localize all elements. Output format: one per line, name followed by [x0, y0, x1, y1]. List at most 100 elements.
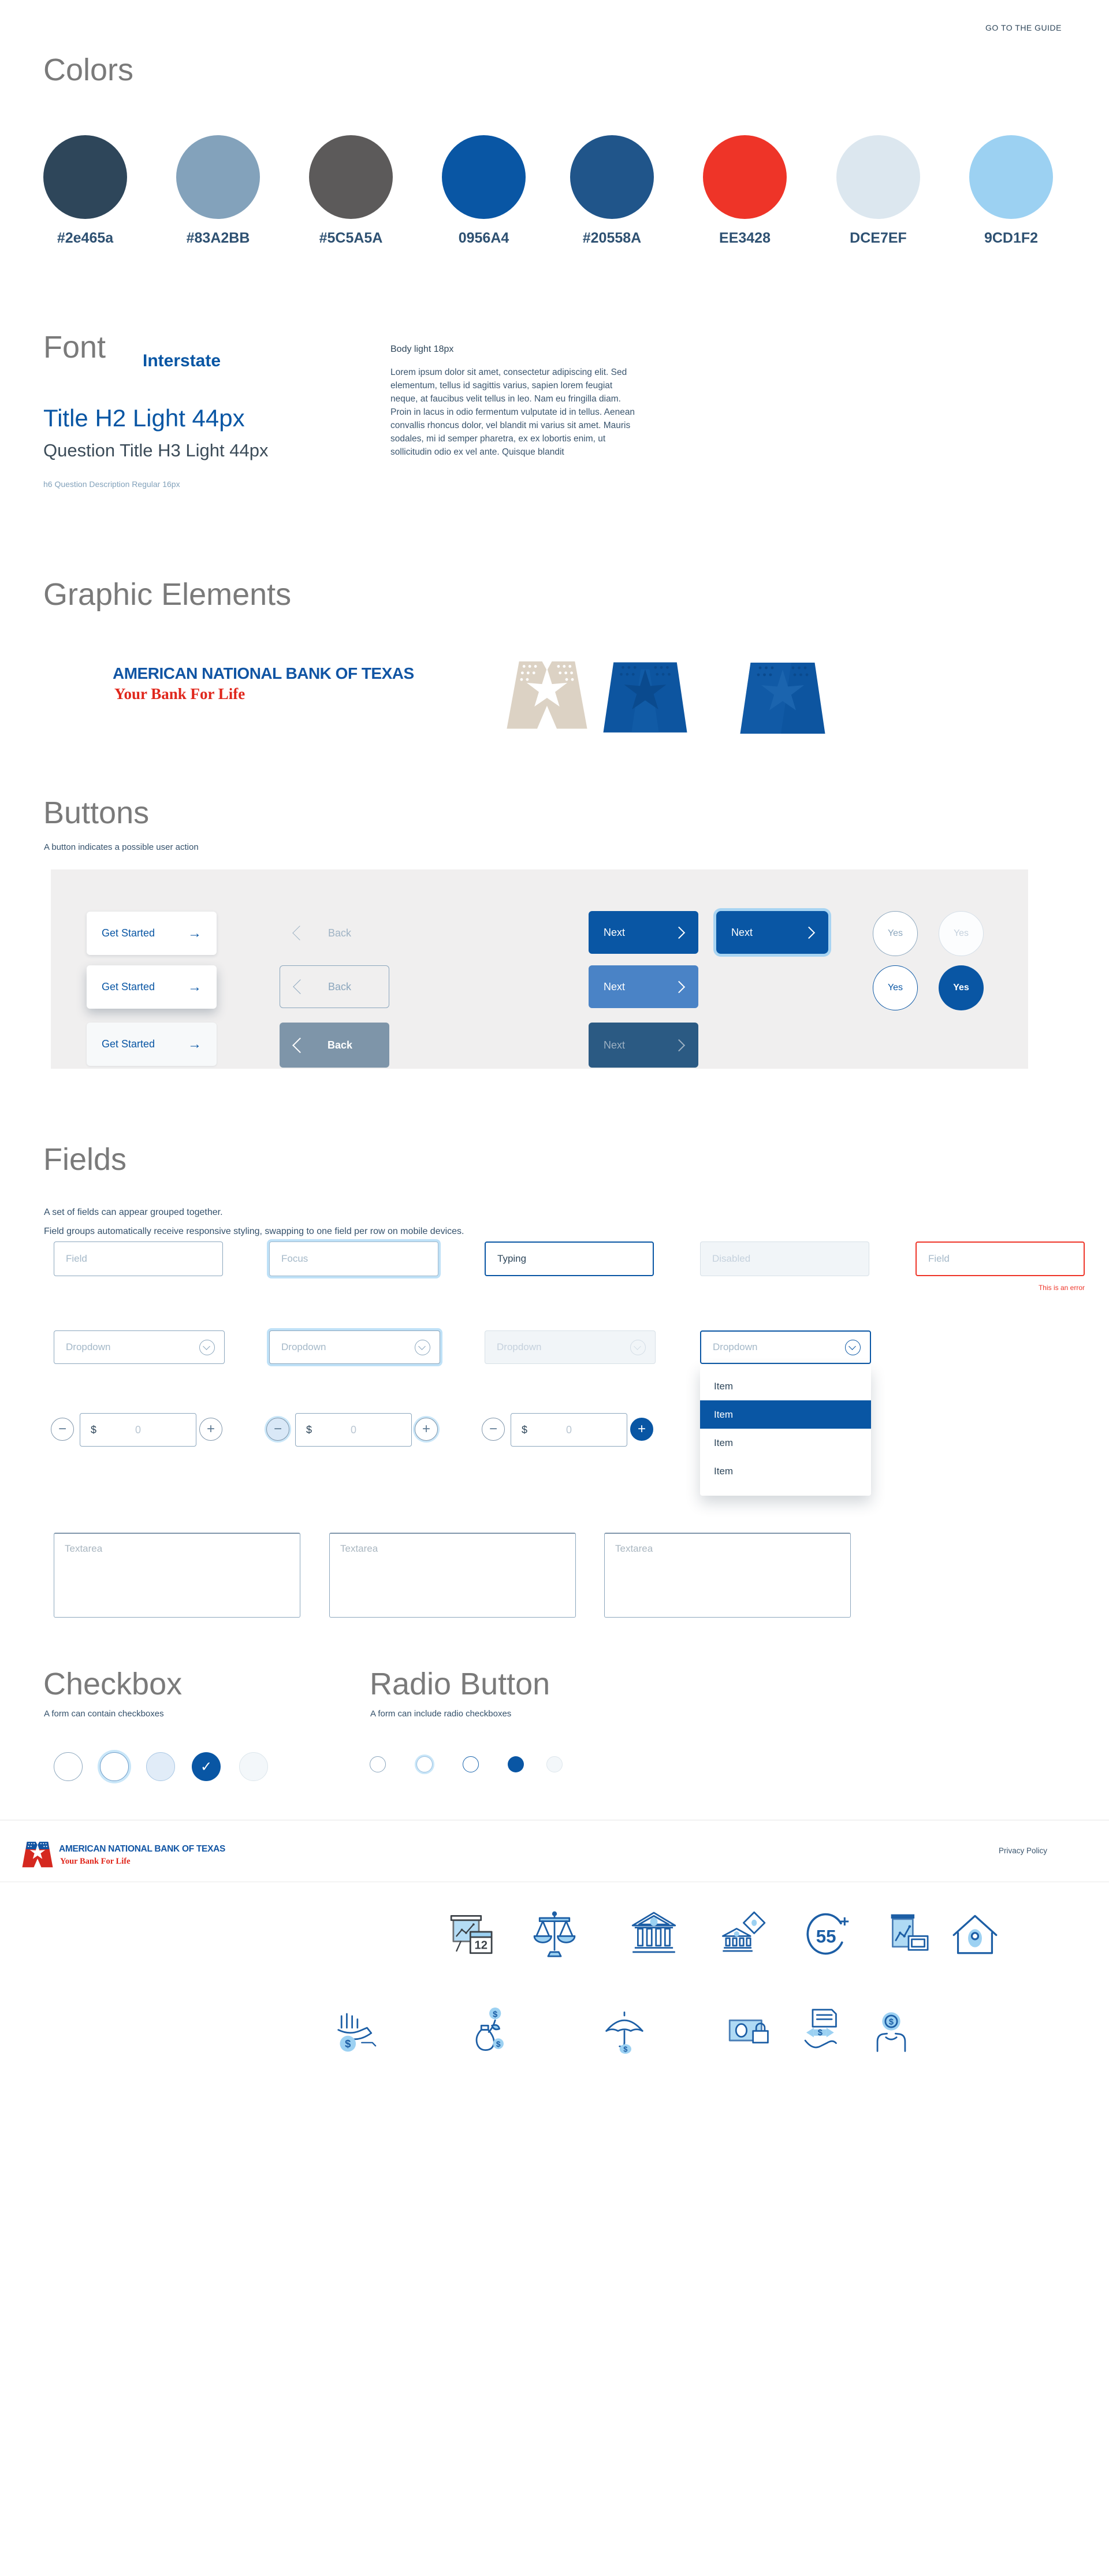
- font-family-name: Interstate: [143, 351, 221, 370]
- radio-section-title: Radio Button: [370, 1667, 550, 1701]
- radio-active[interactable]: [463, 1756, 479, 1772]
- dropdown-placeholder: Dropdown: [281, 1341, 326, 1352]
- next-button-disabled: Next: [589, 1023, 698, 1068]
- dropdown-focus[interactable]: Dropdown: [269, 1330, 440, 1364]
- hand-holding-money-icon: $: [330, 2003, 383, 2058]
- color-swatch-label: 0956A4: [458, 230, 509, 246]
- next-button[interactable]: Next: [589, 911, 698, 954]
- stepper-minus-button-focus[interactable]: −: [266, 1418, 289, 1441]
- radio-selected[interactable]: [508, 1756, 524, 1772]
- yes-pill-button-selected[interactable]: Yes: [939, 965, 984, 1010]
- svg-text:$: $: [496, 2040, 501, 2049]
- radio-focus[interactable]: [416, 1756, 433, 1772]
- colors-section-title: Colors: [43, 53, 134, 87]
- dropdown-menu-item[interactable]: Item: [714, 1465, 734, 1477]
- stepper-plus-button-active[interactable]: +: [630, 1418, 653, 1441]
- color-swatch: [442, 135, 526, 219]
- svg-text:12: 12: [474, 1939, 487, 1951]
- yes-pill-button-active[interactable]: Yes: [873, 965, 918, 1010]
- checkbox-checked[interactable]: ✓: [192, 1752, 221, 1781]
- color-swatch: [176, 135, 260, 219]
- balance-scale-icon: [528, 1908, 581, 1962]
- radio-default[interactable]: [370, 1756, 386, 1772]
- go-to-guide-link[interactable]: GO TO THE GUIDE: [985, 23, 1062, 32]
- next-button-focus[interactable]: Next: [716, 911, 828, 954]
- color-swatch-label: DCE7EF: [850, 230, 907, 246]
- get-started-button-hover[interactable]: Get Started →: [87, 965, 217, 1009]
- checkbox-default[interactable]: [54, 1752, 83, 1781]
- yes-label: Yes: [953, 928, 969, 938]
- color-swatch-label: #5C5A5A: [319, 230, 383, 246]
- radio-disabled: [546, 1756, 563, 1772]
- chevron-right-icon: [672, 1039, 686, 1051]
- dropdown-placeholder: Dropdown: [497, 1341, 542, 1352]
- home-location-icon: [948, 1908, 1002, 1962]
- get-started-button[interactable]: Get Started →: [87, 912, 217, 955]
- checkbox-focus[interactable]: [100, 1752, 129, 1781]
- dropdown-open[interactable]: Dropdown: [700, 1330, 871, 1364]
- stepper-minus-button[interactable]: −: [482, 1418, 505, 1441]
- yes-pill-button[interactable]: Yes: [873, 911, 918, 956]
- text-field-disabled: [700, 1241, 869, 1276]
- body-type-sample: Lorem ipsum dolor sit amet, consectetur …: [390, 367, 635, 457]
- dropdown-menu-item[interactable]: Item: [714, 1437, 734, 1448]
- footer-bank-logo-tagline: Your Bank For Life: [60, 1857, 131, 1866]
- chevron-down-circle-icon: [199, 1339, 215, 1355]
- currency-symbol: $: [91, 1423, 97, 1436]
- chevron-right-icon: [802, 926, 816, 939]
- dropdown-disabled: Dropdown: [485, 1330, 656, 1364]
- textarea-default[interactable]: [329, 1533, 576, 1618]
- text-field-typing[interactable]: [485, 1241, 654, 1276]
- textarea-default[interactable]: [604, 1533, 851, 1618]
- chevron-right-icon: [672, 926, 686, 939]
- banknote-security-icon: [724, 2003, 777, 2058]
- chevron-down-circle-icon: [630, 1339, 646, 1355]
- stepper-amount-field[interactable]: $ 0: [295, 1413, 412, 1447]
- stepper-amount-field[interactable]: $ 0: [511, 1413, 627, 1447]
- color-swatch: [836, 135, 920, 219]
- svg-text:$: $: [818, 2028, 823, 2038]
- svg-text:$: $: [345, 2038, 351, 2050]
- next-button-hover[interactable]: Next: [589, 965, 698, 1008]
- svg-text:$: $: [889, 2017, 894, 2027]
- stepper-value: 0: [350, 1423, 357, 1436]
- svg-text:55: 55: [816, 1926, 836, 1946]
- stepper-plus-button-focus[interactable]: +: [415, 1418, 438, 1441]
- checkbox-hover[interactable]: [146, 1752, 175, 1781]
- svg-text:+: +: [840, 1912, 849, 1930]
- chevron-left-icon: [292, 925, 307, 941]
- chevron-down-circle-icon: [415, 1339, 430, 1355]
- back-button-filled[interactable]: Back: [280, 1023, 389, 1068]
- back-button-plain[interactable]: Back: [280, 912, 389, 954]
- yes-pill-button-disabled: Yes: [939, 911, 984, 956]
- dropdown-default[interactable]: Dropdown: [54, 1330, 225, 1364]
- color-swatch-label: #20558A: [582, 230, 642, 246]
- stepper-amount-field[interactable]: $ 0: [80, 1413, 196, 1447]
- privacy-policy-link[interactable]: Privacy Policy: [998, 1846, 1047, 1855]
- get-started-button-pressed[interactable]: Get Started →: [87, 1023, 217, 1066]
- yes-label: Yes: [887, 928, 903, 938]
- arrow-right-icon: →: [188, 979, 202, 995]
- checkbox-disabled: [239, 1752, 268, 1781]
- text-field-focus[interactable]: [269, 1241, 438, 1276]
- text-field-default[interactable]: [54, 1241, 223, 1276]
- dropdown-menu-item-selected[interactable]: Item: [700, 1400, 871, 1429]
- stepper-minus-button[interactable]: −: [51, 1418, 74, 1441]
- buttons-section-subtitle: A button indicates a possible user actio…: [44, 842, 199, 852]
- next-label: Next: [604, 1039, 626, 1051]
- back-button-outlined[interactable]: Back: [280, 965, 389, 1008]
- textarea-default[interactable]: [54, 1533, 300, 1618]
- text-field-error[interactable]: [916, 1241, 1085, 1276]
- bank-logo-tagline: Your Bank For Life: [114, 685, 245, 702]
- fields-description-line1: A set of fields can appear grouped toget…: [44, 1207, 223, 1217]
- stepper-value: 0: [565, 1423, 572, 1436]
- svg-text:$: $: [493, 2010, 497, 2020]
- stepper-plus-button[interactable]: +: [199, 1418, 222, 1441]
- bank-building-icon: [627, 1908, 680, 1962]
- check-icon: ✓: [200, 1759, 213, 1775]
- dropdown-menu-item[interactable]: Item: [714, 1380, 734, 1392]
- anb-footer-logo-mark-icon: [22, 1834, 53, 1869]
- back-label: Back: [328, 927, 352, 939]
- anb-star-mark-blue-alt-icon: [739, 640, 826, 734]
- field-error-message: This is an error: [1038, 1284, 1085, 1292]
